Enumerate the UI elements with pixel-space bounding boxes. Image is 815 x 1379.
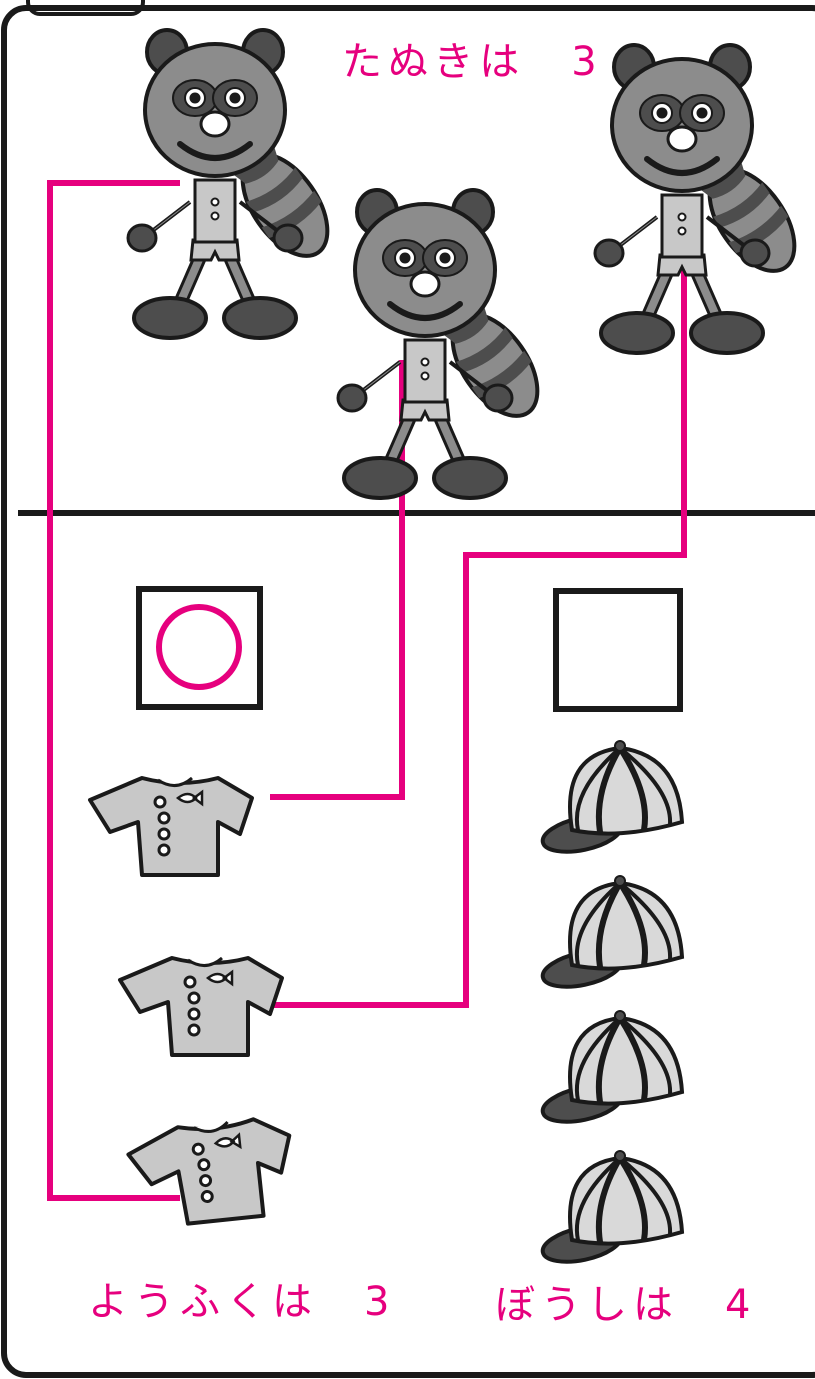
cap-icon [540,1151,682,1268]
answer-circle-mark [159,607,239,687]
cap-count-label: ぼうしは 4 [495,1282,756,1328]
cap-group [540,741,682,1268]
cap-icon [540,876,682,993]
raccoon-figure [338,190,554,498]
raccoon-count-label: たぬきは 3 [342,39,603,85]
answer-box-caps[interactable] [556,591,680,709]
shirt-icon [90,778,252,875]
shirt-icon [126,1116,297,1229]
raccoon-figure [595,45,811,353]
clothes-count-label: ようふくは 3 [88,1279,395,1325]
cap-icon [540,741,682,858]
shirt-icon [120,958,282,1055]
cap-icon [540,1011,682,1128]
shirt-group [90,778,297,1229]
raccoon-group [128,30,811,498]
match-line-2 [270,360,402,797]
